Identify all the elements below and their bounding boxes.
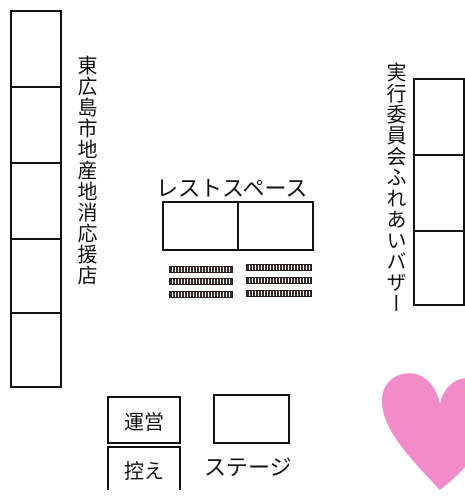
management-box: 運営 xyxy=(107,396,181,444)
rest-table-left xyxy=(162,201,239,251)
left-booth-5 xyxy=(10,312,62,388)
right-booths-label: 実行委員会ふれあいバザー xyxy=(383,62,407,314)
bench xyxy=(246,277,312,284)
left-booth-3 xyxy=(10,162,62,240)
right-booth-2 xyxy=(413,154,465,232)
rest-table-right xyxy=(237,201,314,251)
bench xyxy=(246,290,312,297)
stage-box xyxy=(213,394,290,444)
right-booth-3 xyxy=(413,230,465,306)
stage-label: ステージ xyxy=(204,456,292,481)
bench xyxy=(169,266,233,273)
waiting-box: 控え xyxy=(107,446,181,490)
left-booth-2 xyxy=(10,86,62,164)
left-booth-4 xyxy=(10,238,62,314)
heart-decoration xyxy=(381,373,465,498)
left-booth-1 xyxy=(10,10,62,88)
heart-shape xyxy=(381,373,465,490)
rest-space-label: レストスペース xyxy=(156,177,308,202)
bench xyxy=(169,278,233,285)
bench xyxy=(246,264,312,271)
left-booths-label: 東広島市地産地消応援店 xyxy=(74,55,98,286)
right-booth-1 xyxy=(413,78,465,156)
bench xyxy=(169,291,233,298)
